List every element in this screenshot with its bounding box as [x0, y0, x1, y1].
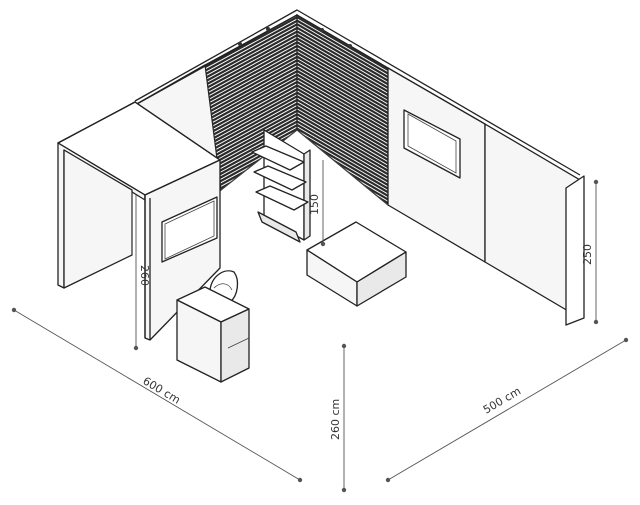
- slat: [297, 43, 388, 102]
- dimension-wall-height: 250: [581, 179, 599, 325]
- dimension-height: 260 cm: [329, 343, 347, 493]
- slat: [297, 17, 388, 77]
- slat: [205, 43, 297, 100]
- back-wall-top-rail: [134, 9, 581, 176]
- dimension-tower-height-label: 260: [138, 265, 151, 286]
- slat: [297, 118, 388, 178]
- slat: [205, 25, 297, 82]
- wall-screen-right: [403, 109, 461, 179]
- display-shelf: [251, 129, 311, 243]
- reception-desk: [176, 286, 250, 383]
- slat: [297, 25, 388, 84]
- spotlights: [238, 27, 352, 48]
- slat: [205, 86, 297, 143]
- slat: [205, 47, 297, 104]
- slat: [297, 129, 388, 189]
- dimension-depth: 500 cm: [385, 337, 629, 483]
- slat: [297, 64, 388, 124]
- slat: [205, 65, 297, 122]
- slat: [205, 93, 297, 151]
- dimension-width-label: 600 cm: [140, 374, 182, 406]
- slat: [205, 83, 297, 140]
- slat: [297, 115, 388, 174]
- slat: [205, 54, 297, 111]
- slat: [205, 108, 297, 165]
- slat: [205, 97, 297, 154]
- slat: [297, 15, 388, 74]
- slat: [205, 57, 297, 115]
- slat: [205, 79, 297, 136]
- dimension-tower-height: 260: [133, 195, 151, 351]
- dimension-width: 600 cm: [11, 307, 303, 483]
- slat: [297, 21, 388, 81]
- slat: [205, 18, 297, 75]
- slat: [297, 53, 388, 113]
- slat: [297, 100, 388, 160]
- storage-tower: [57, 101, 221, 341]
- slat: [297, 28, 388, 88]
- slat: [205, 15, 297, 71]
- slat: [297, 97, 388, 156]
- slat: [297, 46, 388, 106]
- slat: [297, 79, 388, 138]
- slat: [297, 93, 388, 153]
- slat: [297, 89, 388, 149]
- slat: [205, 104, 297, 161]
- slat: [297, 71, 388, 131]
- slat: [297, 75, 388, 135]
- slat: [297, 111, 388, 171]
- slat: [205, 21, 297, 79]
- slat: [205, 32, 297, 89]
- slat: [205, 39, 297, 97]
- slat: [205, 29, 297, 86]
- slat: [297, 86, 388, 146]
- slat: [297, 125, 388, 185]
- center-counter: [306, 221, 407, 307]
- slat: [297, 35, 388, 95]
- slat: [205, 61, 297, 118]
- slat: [297, 68, 388, 128]
- dimension-wall-height-label: 250: [581, 244, 594, 265]
- dimension-depth-label: 500 cm: [481, 384, 523, 416]
- slat: [205, 75, 297, 133]
- slat: [205, 50, 297, 107]
- slat: [205, 90, 297, 147]
- slat: [297, 107, 388, 167]
- slat: [297, 104, 388, 164]
- dimension-height-label: 260 cm: [329, 399, 342, 440]
- dimension-shelf-height-label: 150: [308, 194, 321, 215]
- slat: [297, 122, 388, 182]
- slat: [297, 39, 388, 99]
- slat: [297, 50, 388, 110]
- slat: [297, 32, 388, 92]
- slat: [297, 82, 388, 142]
- slat: [297, 57, 388, 117]
- slat: [205, 68, 297, 125]
- dimension-shelf-height: 150: [308, 160, 326, 247]
- slat: [205, 72, 297, 129]
- slat: [205, 36, 297, 93]
- slat: [205, 101, 297, 158]
- slat: [297, 61, 388, 120]
- side-end-panel: [565, 175, 585, 326]
